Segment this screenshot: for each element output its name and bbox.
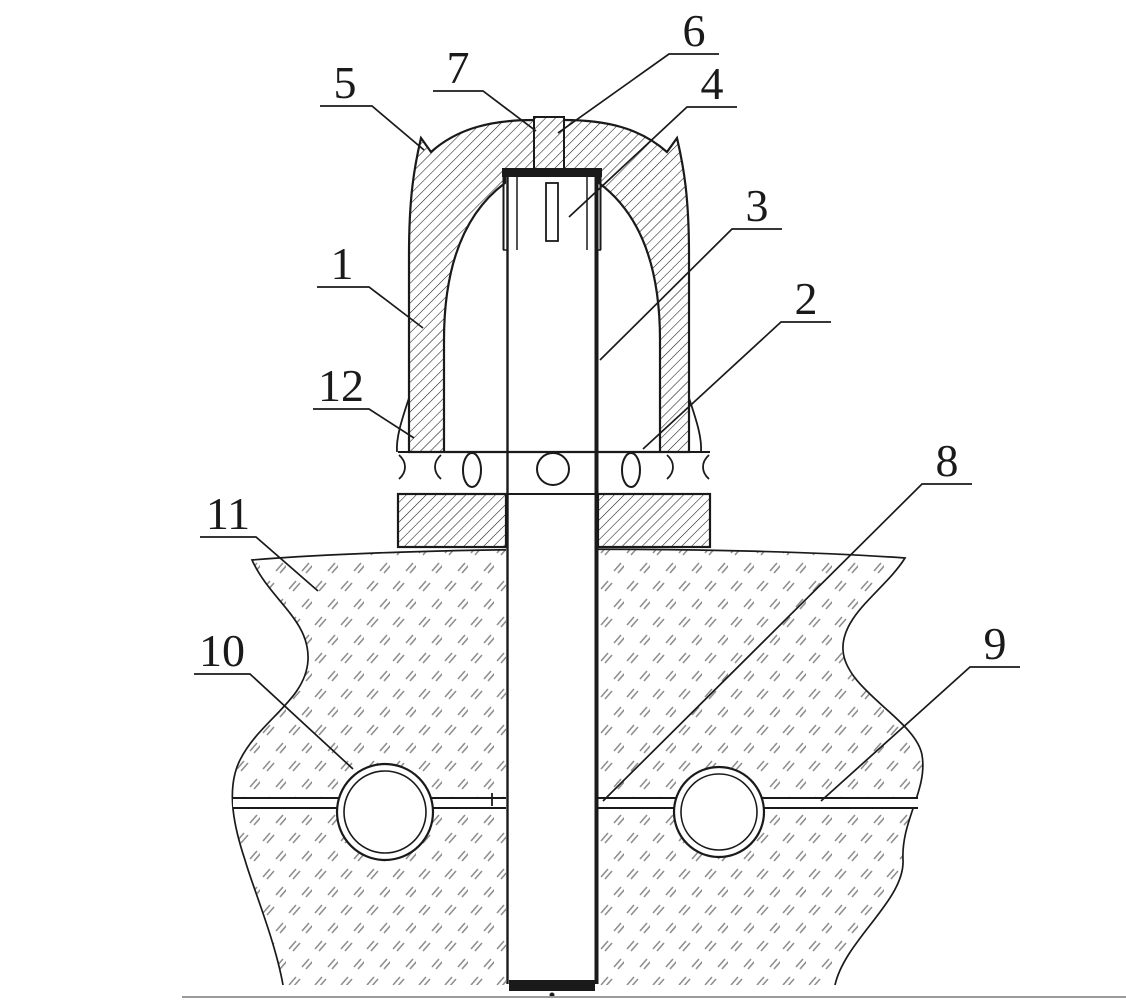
part-label-2: 2 bbox=[795, 273, 818, 324]
part-label-3: 3 bbox=[746, 180, 769, 231]
pipe-bottom-end bbox=[509, 980, 595, 991]
pipe-interior bbox=[506, 172, 598, 984]
central-pipe bbox=[502, 172, 602, 984]
part-labels bbox=[194, 53, 1020, 802]
leader-line-3 bbox=[599, 228, 782, 361]
part-label-7: 7 bbox=[447, 42, 470, 93]
part-numbers: 5 7 6 4 3 2 1 12 11 8 10 9 bbox=[199, 5, 1007, 676]
pipe-top-cap bbox=[502, 168, 602, 177]
part-label-11: 11 bbox=[206, 488, 250, 539]
leader-line-2 bbox=[642, 321, 831, 450]
part-label-6: 6 bbox=[683, 5, 706, 56]
base-block-left bbox=[396, 492, 508, 549]
left-bore-hole bbox=[335, 762, 435, 862]
part-label-1: 1 bbox=[331, 238, 354, 289]
part-label-8: 8 bbox=[936, 435, 959, 486]
base-block-right bbox=[596, 492, 712, 549]
flange-hole-right bbox=[621, 452, 641, 488]
leader-line-6 bbox=[557, 53, 719, 134]
part-label-10: 10 bbox=[199, 625, 245, 676]
leader-line-10 bbox=[194, 673, 354, 770]
top-plug bbox=[533, 116, 565, 170]
flange-holes bbox=[462, 452, 641, 488]
part-label-5: 5 bbox=[334, 57, 357, 108]
part-label-12: 12 bbox=[318, 360, 364, 411]
leader-line-8 bbox=[602, 483, 972, 802]
leader-line-4 bbox=[568, 106, 737, 218]
part-label-9: 9 bbox=[984, 618, 1007, 669]
flange-hole-center bbox=[536, 452, 570, 486]
leader-line-1 bbox=[317, 286, 424, 329]
leader-line-12 bbox=[313, 408, 415, 439]
right-bore-hole bbox=[672, 765, 766, 859]
leader-line-7 bbox=[433, 90, 537, 132]
leader-line-5 bbox=[320, 105, 425, 151]
ground-outline bbox=[231, 548, 924, 986]
leader-line-11 bbox=[200, 536, 319, 592]
leader-line-9 bbox=[820, 666, 1020, 802]
flange-hole-left bbox=[462, 452, 482, 488]
inner-slot bbox=[545, 182, 559, 242]
part-label-4: 4 bbox=[701, 58, 724, 109]
channel-pipe-joint-tick bbox=[487, 793, 506, 806]
